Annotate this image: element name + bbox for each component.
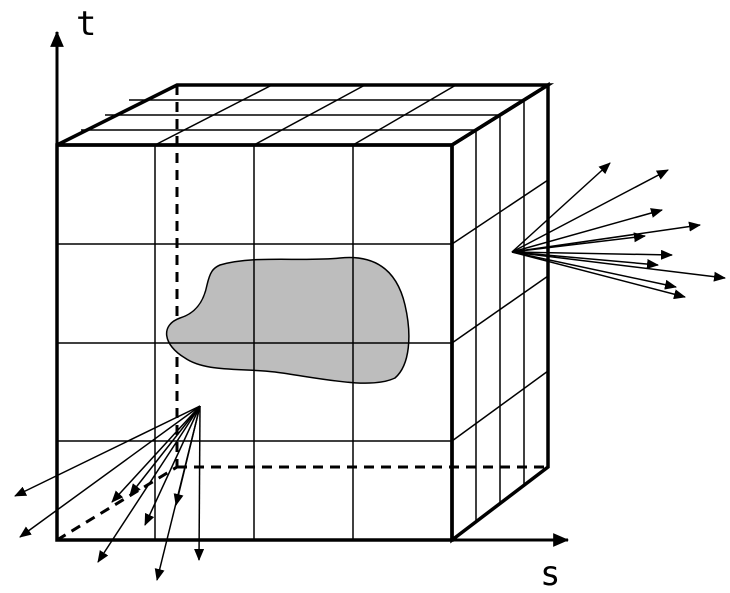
top-back-line-3	[352, 84, 457, 146]
ray	[511, 249, 673, 260]
ray	[14, 405, 201, 497]
ray	[511, 251, 686, 300]
side-level-line-1	[451, 179, 549, 245]
ray	[129, 405, 201, 496]
hidden-depth-edge	[56, 465, 178, 542]
ray	[111, 405, 201, 503]
ray	[511, 169, 669, 253]
ray	[19, 405, 201, 538]
ray	[511, 162, 611, 253]
ray	[194, 405, 205, 561]
object-blob	[165, 256, 410, 384]
top-back-line-1	[154, 84, 273, 146]
t-axis-label: t	[76, 4, 96, 44]
cube-top-face	[56, 83, 555, 147]
ray	[511, 232, 646, 253]
ray	[97, 405, 201, 563]
top-back-line-2	[253, 84, 366, 146]
side-level-line-2	[451, 275, 549, 344]
cube-side-face	[450, 81, 550, 544]
ray	[173, 405, 201, 506]
side-level-line-3	[451, 370, 549, 442]
ray	[511, 251, 726, 282]
ray	[511, 251, 659, 270]
right-face-ray-fan	[511, 162, 726, 300]
cube-front-face	[55, 143, 454, 542]
hidden-edges	[56, 85, 548, 542]
bottom-left-ray-fan	[14, 405, 205, 581]
ray	[144, 405, 201, 526]
ray	[511, 251, 677, 290]
ray	[511, 208, 663, 253]
s-axis-label: s	[540, 554, 560, 593]
